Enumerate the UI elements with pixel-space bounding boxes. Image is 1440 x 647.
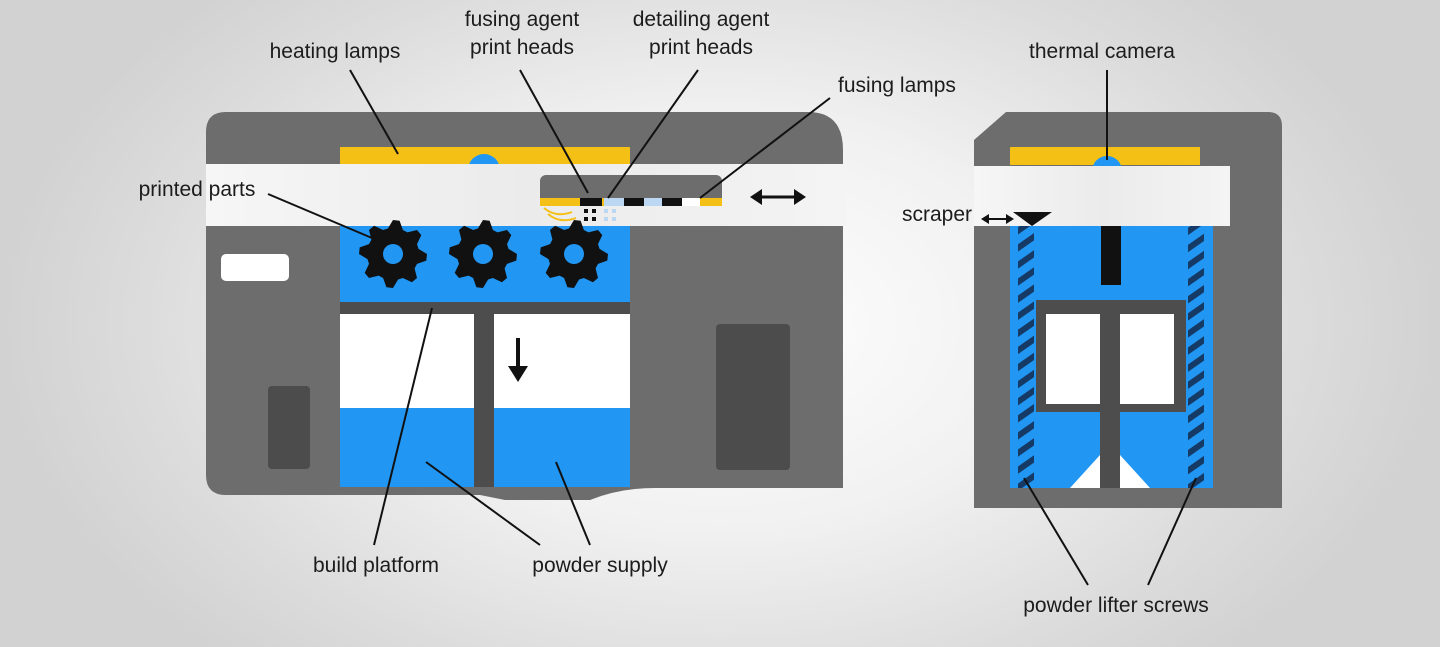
heat-waves (543, 207, 577, 222)
label-powder-supply: powder supply (532, 554, 668, 577)
powder-supply-right (494, 408, 630, 487)
side-carriage-rail (974, 166, 1230, 226)
gear-hole (564, 244, 584, 264)
label-heating-lamps: heating lamps (269, 40, 401, 63)
build-platform-plate (340, 302, 630, 314)
label-scraper: scraper (901, 203, 973, 226)
printed-parts (359, 220, 608, 288)
side-printer (974, 112, 1282, 508)
label-fusing-agent-print-heads: fusing agent print heads (464, 8, 580, 59)
label-printed-parts: printed parts (138, 178, 256, 201)
powder-supply-left (340, 408, 474, 487)
gear-hole (383, 244, 403, 264)
side-heating-lamp (1010, 147, 1200, 165)
down-arrow-icon (508, 338, 528, 382)
side-panel (268, 386, 310, 469)
print-head-carriage (540, 175, 722, 222)
label-fusing-lamps: fusing lamps (838, 74, 956, 97)
main-printer (206, 112, 846, 500)
double-arrow-icon (750, 189, 806, 205)
leader-lines (267, 69, 1197, 586)
platform-piston (474, 314, 494, 487)
status-display (221, 254, 289, 281)
lifter-screw-right (1188, 226, 1204, 488)
scraper-blade (1013, 212, 1052, 226)
camera-beam (1101, 226, 1121, 285)
label-detailing-agent-print-heads: detailing agent print heads (632, 8, 770, 59)
gear-hole (473, 244, 493, 264)
carriage-rail (206, 164, 846, 226)
lifter-screw-left (1018, 226, 1034, 488)
label-powder-lifter-screws: powder lifter screws (1023, 594, 1209, 617)
label-thermal-camera: thermal camera (1029, 40, 1175, 63)
front-panel (716, 324, 790, 470)
label-build-platform: build platform (312, 554, 440, 577)
scraper-arrow-icon (981, 214, 1014, 224)
agent-droplets (584, 209, 596, 221)
